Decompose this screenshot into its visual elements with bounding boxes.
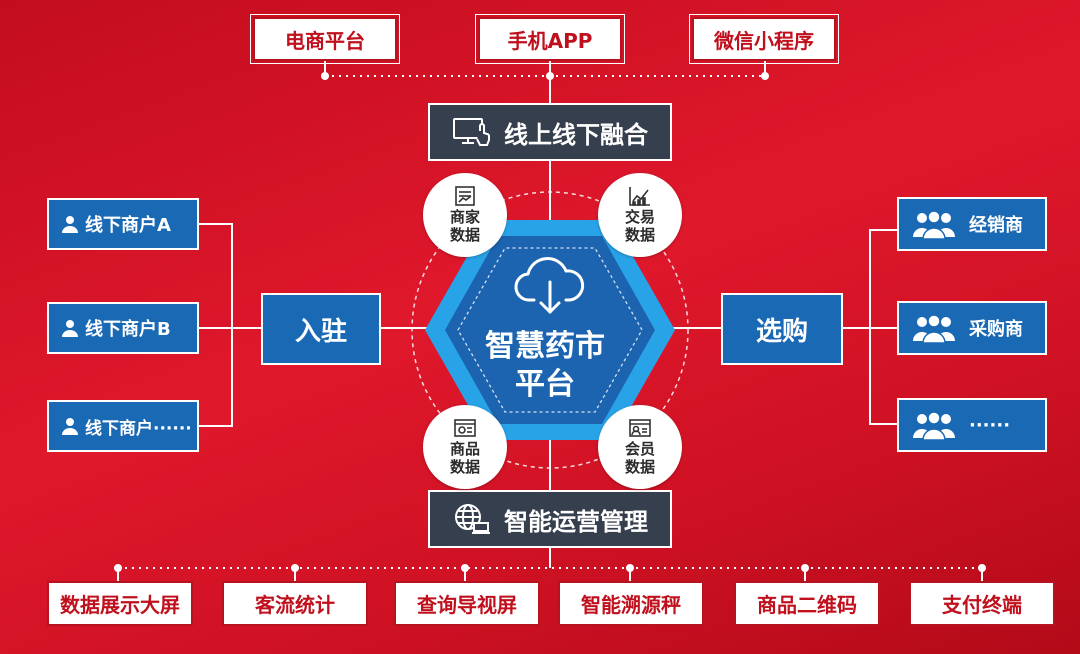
bottom-trace-scale: 智能溯源秤: [558, 581, 704, 626]
center-platform-title: 智慧药市 平台: [485, 329, 605, 402]
merchant-b-box: 线下商户B: [47, 302, 199, 354]
channel-mobile-app: 手机APP: [475, 14, 625, 64]
center-hexagon-inner: [445, 236, 655, 424]
operation-box: 智能运营管理: [428, 490, 672, 548]
bottom-data-screen: 数据展示大屏: [47, 581, 193, 626]
merchant-data-circle: 商家 数据: [423, 173, 507, 257]
cloud-download-icon: [514, 257, 585, 314]
bottom-payment-terminal: 支付终端: [909, 581, 1055, 626]
channel-wechat-miniprogram: 微信小程序: [689, 14, 839, 64]
orbit-ring: [411, 191, 689, 469]
globe-laptop-icon: [455, 504, 490, 534]
product-card-icon: [454, 419, 476, 437]
trend-chart-icon: [629, 187, 650, 206]
channel-ecommerce: 电商平台: [250, 14, 400, 64]
user-group-icon: [913, 210, 955, 239]
bottom-query-guide: 查询导视屏: [394, 581, 540, 626]
user-icon: [62, 418, 78, 435]
trade-data-circle: 交易 数据: [598, 173, 682, 257]
purchase-box: 选购: [721, 293, 843, 365]
buyer-more-box: ······: [897, 398, 1047, 452]
user-group-icon: [913, 314, 955, 343]
bottom-product-qrcode: 商品二维码: [734, 581, 880, 626]
online-offline-box: 线上线下融合: [428, 103, 672, 161]
member-data-circle: 会员 数据: [598, 405, 682, 489]
user-icon: [62, 320, 78, 337]
bottom-traffic-stats: 客流统计: [222, 581, 368, 626]
distributor-box: 经销商: [897, 197, 1047, 251]
merchant-more-box: 线下商户······: [47, 400, 199, 452]
user-icon: [62, 216, 78, 233]
product-data-circle: 商品 数据: [423, 405, 507, 489]
settle-in-box: 入驻: [261, 293, 381, 365]
purchaser-box: 采购商: [897, 301, 1047, 355]
merchant-a-box: 线下商户A: [47, 198, 199, 250]
report-icon: [455, 186, 475, 206]
user-group-icon: [913, 411, 955, 440]
top-connector: [324, 60, 766, 104]
computer-touch-icon: [453, 118, 490, 146]
member-card-icon: [629, 419, 651, 437]
